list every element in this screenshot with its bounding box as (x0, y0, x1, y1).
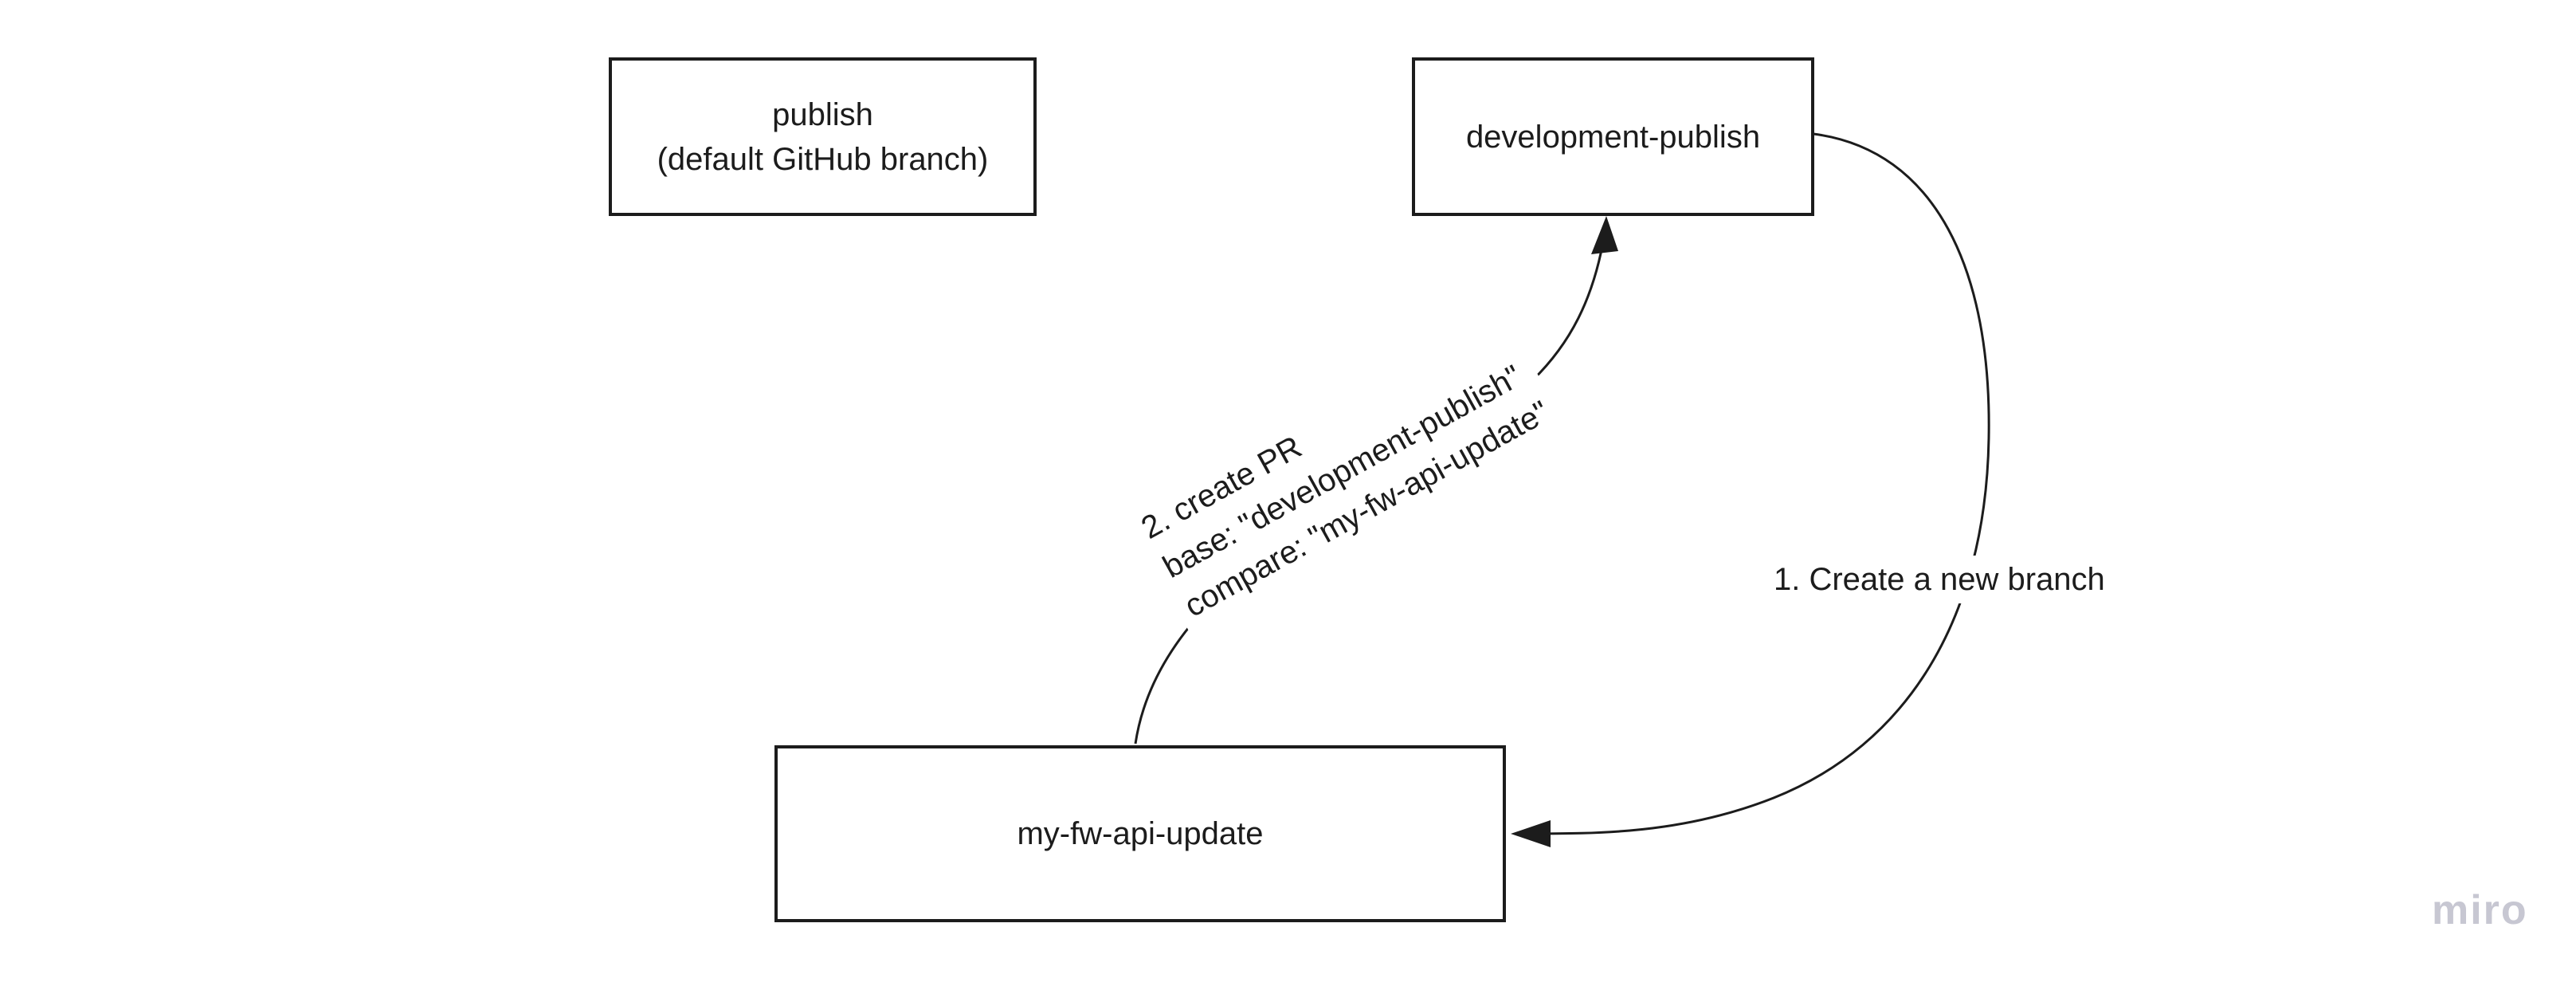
arrowhead-up-icon (1591, 216, 1618, 254)
miro-watermark: miro (2432, 887, 2528, 933)
publish-box[interactable]: publish (default GitHub branch) (609, 57, 1037, 216)
my-fw-api-update-box-label: my-fw-api-update (1017, 816, 1264, 851)
development-publish-box[interactable]: development-publish (1412, 57, 1814, 216)
publish-box-label-line1: publish (772, 96, 873, 132)
my-fw-api-update-box[interactable]: my-fw-api-update (774, 745, 1506, 922)
create-branch-caption-text: 1. Create a new branch (1774, 562, 2105, 597)
development-publish-box-label: development-publish (1465, 119, 1761, 155)
arrowhead-left-icon (1511, 820, 1551, 847)
publish-box-label-line2: (default GitHub branch) (657, 141, 989, 177)
create-branch-connector[interactable] (1521, 132, 1990, 835)
create-branch-arrow-caption[interactable]: 1. Create a new branch (1762, 556, 2116, 603)
